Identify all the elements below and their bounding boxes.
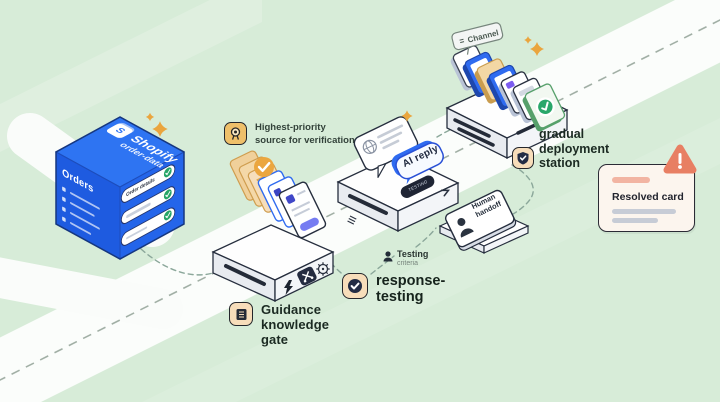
card-accent-bar [612, 177, 650, 183]
sparkle-icon [401, 110, 413, 122]
order-details-row: Order details [120, 161, 176, 206]
station-slot [457, 127, 495, 147]
approved-card [522, 83, 566, 132]
sparkle-icon [145, 112, 155, 122]
chevron-right-icon [440, 189, 451, 197]
ai-reply-bubble [391, 140, 444, 185]
station-front-right [397, 181, 459, 233]
order-row [120, 183, 176, 227]
guidance-annotation: Guidance knowledge gate [229, 302, 329, 347]
shield-check-icon [512, 147, 534, 169]
check-circle-icon [163, 189, 172, 200]
knowledge-documents [229, 150, 327, 239]
cube-order-rows: Order details [120, 152, 183, 261]
sparkles [145, 36, 544, 137]
resolved-card: Resolved card [598, 164, 695, 232]
book-icon [229, 302, 253, 326]
sparkle-icon [152, 121, 168, 137]
criteria-annotation: Testing criteria [383, 249, 429, 268]
resolved-card-title: Resolved card [612, 191, 684, 203]
shopify-cube [54, 116, 186, 260]
person-icon [457, 217, 474, 238]
response-label: response- testing [376, 273, 446, 306]
priority-label: Highest-priority source for verification [255, 122, 355, 146]
station-slot [224, 264, 266, 286]
signal-icon [459, 38, 465, 44]
warning-triangle-icon [663, 144, 697, 174]
front-document [278, 181, 327, 239]
ai-reply-station [336, 116, 460, 233]
order-row [120, 204, 176, 249]
connector-cube-to-guidance [140, 248, 220, 276]
channel-tag [451, 22, 504, 55]
ribbon [0, 257, 183, 329]
station-slot [348, 194, 388, 215]
handoff-platform-front-right [483, 225, 529, 254]
person-icon [383, 251, 393, 262]
sparkle-icon [524, 36, 532, 44]
globe-icon [362, 139, 377, 154]
station-slot [453, 118, 491, 138]
priority-annotation: Highest-priority source for verification [224, 122, 355, 147]
gear-icon [316, 262, 330, 276]
scissors-icon [297, 266, 317, 286]
human-handoff [438, 189, 530, 254]
knowledge-bubble [353, 116, 419, 178]
lightning-icon [284, 280, 293, 295]
shopify-bag-icon: S [104, 122, 135, 140]
check-circle-icon [163, 167, 172, 178]
deployment-station [445, 22, 569, 160]
connector-criteria-to-ai [415, 227, 437, 248]
cube-outline [55, 116, 185, 260]
connector-testing-to-criteria [370, 255, 395, 275]
channel-cards [450, 45, 566, 132]
card-text-line [612, 218, 658, 223]
background-band [142, 118, 720, 402]
criteria-label: Testing criteria [397, 249, 429, 267]
verified-badge-icon [254, 157, 274, 177]
response-annotation: response- testing [342, 273, 445, 305]
status-display [400, 175, 435, 198]
check-circle-icon [535, 97, 555, 117]
connector-deployment-to-handoff [503, 164, 534, 220]
deployment-label: gradual deployment station [539, 127, 610, 170]
menu-lines-icon [347, 215, 357, 225]
channel-tag-label: Channel [458, 28, 500, 47]
check-circle-icon [342, 273, 368, 299]
check-circle-icon [163, 210, 172, 221]
guidance-label: Guidance knowledge gate [261, 302, 330, 348]
sparkle-icon [530, 42, 544, 56]
guidance-station [211, 150, 335, 303]
medal-icon [224, 122, 247, 145]
background-band [0, 0, 262, 152]
card-text-line [612, 209, 676, 214]
handoff-card [444, 189, 517, 251]
